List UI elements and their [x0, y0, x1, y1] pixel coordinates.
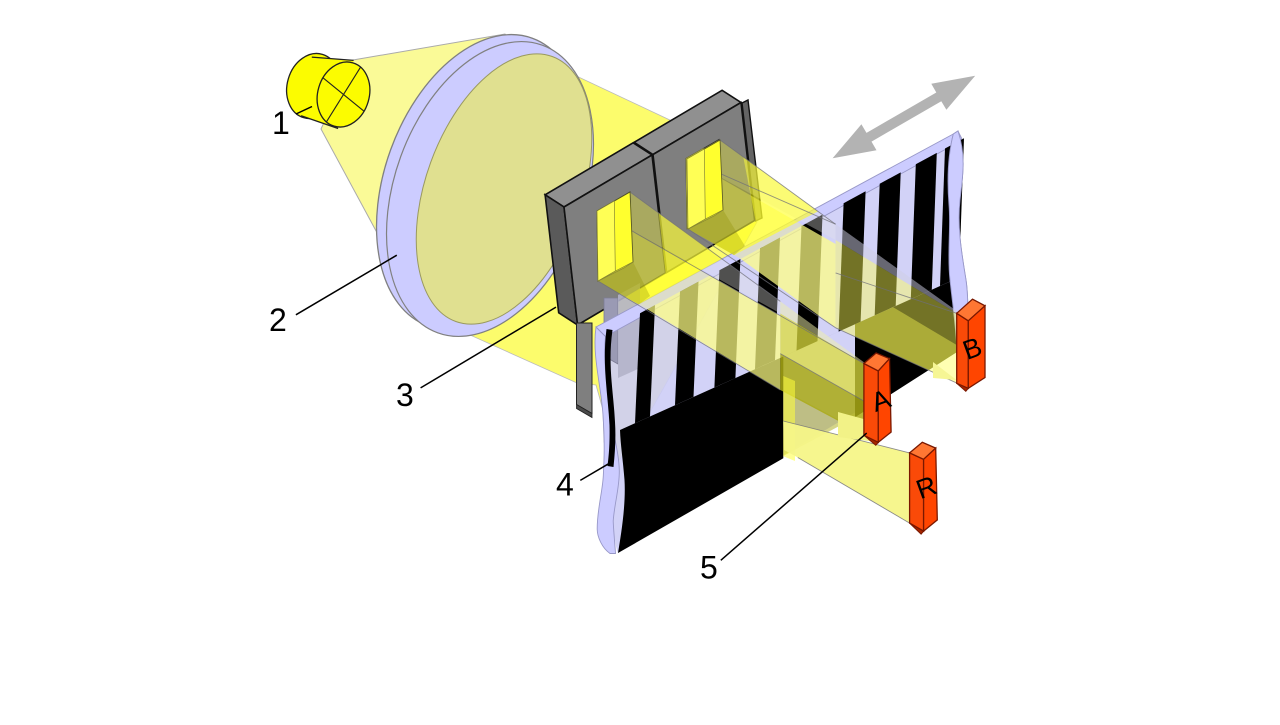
svg-text:2: 2 — [269, 302, 287, 338]
svg-text:3: 3 — [396, 377, 414, 413]
svg-text:5: 5 — [700, 549, 718, 585]
svg-text:1: 1 — [272, 105, 290, 141]
svg-text:4: 4 — [556, 467, 574, 503]
